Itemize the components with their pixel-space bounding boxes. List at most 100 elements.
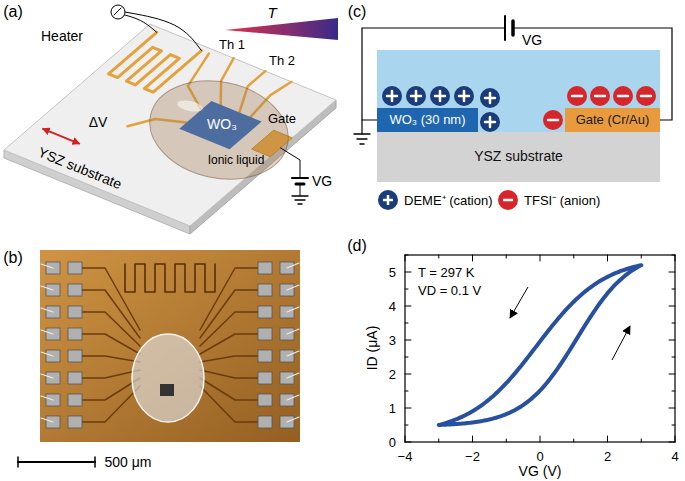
tick [672, 357, 675, 358]
tick [672, 323, 675, 324]
ground-symbol [360, 143, 364, 144]
legend-text: DEME⁺ (cation) [404, 194, 493, 207]
wire-bond [287, 417, 299, 422]
wire-bond [287, 285, 299, 290]
photo-pad [258, 350, 272, 362]
tick [675, 436, 676, 442]
cation [480, 88, 500, 108]
photo-ground [40, 250, 300, 442]
wire-bond [41, 286, 53, 290]
photo-pad [68, 350, 82, 362]
tick [472, 436, 473, 442]
photo-pad [258, 306, 272, 318]
cation [454, 86, 474, 106]
tick [573, 255, 574, 258]
tick [672, 289, 675, 290]
part-label: Gate [268, 112, 296, 125]
photo-pad [258, 328, 272, 340]
wire-bond [41, 308, 53, 312]
photo-pad [68, 416, 82, 428]
gate-electrode-box: Gate (Cr/Au) [565, 108, 660, 132]
tick-label: 0 [536, 450, 543, 463]
scale-bar [17, 457, 19, 467]
anion [636, 86, 656, 106]
wire-bond [287, 263, 299, 268]
tick [405, 340, 411, 341]
tick [669, 408, 675, 409]
charge-sign [503, 199, 513, 202]
tick [506, 255, 507, 258]
part-label: Heater [41, 29, 83, 43]
tick [607, 436, 608, 442]
axis-title: ID (μA) [365, 326, 379, 371]
substrate-top [4, 24, 336, 226]
tick [438, 439, 439, 442]
tick [669, 374, 675, 375]
swatch-circle [498, 190, 518, 210]
device-illustration [4, 5, 338, 234]
wire-bond [41, 396, 53, 400]
device-photo [40, 250, 300, 442]
photo-pad [68, 306, 82, 318]
tick-label: 1 [389, 402, 396, 415]
anion [590, 86, 610, 106]
wire-bond [41, 352, 53, 356]
droplet-highlight [176, 98, 204, 113]
part-label: WO₃ [207, 117, 237, 131]
tick [405, 272, 411, 273]
photo-droplet [132, 334, 204, 422]
charge-sign [463, 91, 466, 101]
part-label: Th 1 [219, 38, 245, 51]
tick-label: 2 [389, 368, 396, 381]
tick [669, 272, 675, 273]
photo-heater [125, 264, 215, 292]
tick-label: 4 [671, 450, 678, 463]
dimension: 500 μm [105, 455, 152, 469]
tick [669, 442, 675, 443]
tick [675, 255, 676, 261]
wire-bond [41, 264, 53, 268]
plot-frame [405, 255, 675, 442]
wire-bond [41, 418, 53, 422]
tick [405, 306, 411, 307]
charge-sign [387, 195, 390, 205]
wire-bond [287, 351, 299, 356]
tick [641, 255, 642, 258]
legend-entry: TFSI⁻ (anion) [497, 189, 600, 211]
wire-bond [287, 373, 299, 378]
photo-pad [258, 262, 272, 274]
photo-pad [68, 372, 82, 384]
photo-trace [200, 356, 258, 362]
photo-trace [82, 386, 140, 422]
annotation: VD = 0.1 V [418, 284, 481, 297]
cross-section [354, 16, 660, 144]
cation [406, 86, 426, 106]
tick-label: 2 [604, 450, 611, 463]
tick [506, 439, 507, 442]
tick [573, 439, 574, 442]
panel-label: (a) [3, 4, 23, 20]
cation [430, 86, 450, 106]
tick [472, 255, 473, 261]
legend-text: TFSI⁻ (anion) [524, 194, 600, 207]
transfer-curve-chart [405, 255, 675, 442]
wire-bond [287, 395, 299, 400]
tick [405, 408, 411, 409]
battery-plate [292, 177, 308, 179]
tick [405, 425, 408, 426]
charge-sign [548, 119, 558, 122]
node-text: YSZ substrate [474, 149, 563, 164]
ground-symbol [354, 133, 370, 134]
legend-swatch [377, 189, 399, 211]
charge-sign [439, 91, 442, 101]
photo-sample [160, 384, 174, 396]
tick [405, 357, 408, 358]
scale-bar [94, 457, 96, 467]
charge-sign [489, 117, 492, 127]
ionic-liquid-droplet [141, 68, 298, 191]
tick [405, 374, 411, 375]
tick [540, 436, 541, 442]
node-text: WO₃ (30 nm) [389, 113, 465, 127]
temperature-label: T [267, 5, 276, 20]
photo-trace [82, 312, 140, 346]
